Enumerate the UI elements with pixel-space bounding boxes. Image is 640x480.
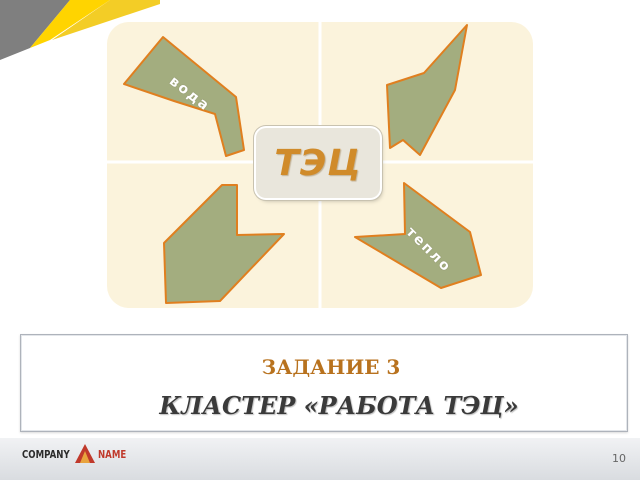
task-subtitle: КЛАСТЕР «РАБОТА ТЭЦ»: [159, 391, 519, 420]
footer-bar: [0, 438, 640, 480]
cluster-arrows: [123, 24, 482, 304]
logo-name-text: NAME: [98, 447, 127, 461]
corner-decoration: [0, 0, 160, 60]
logo-company-text: COMPANY: [22, 447, 70, 461]
arrow-top-right: [386, 24, 468, 156]
logo-mark-icon: [75, 444, 95, 463]
task-panel: ЗАДАНИЕ 3 КЛАСТЕР «РАБОТА ТЭЦ»: [20, 334, 628, 432]
center-node-label: ТЭЦ: [274, 142, 362, 184]
center-node[interactable]: ТЭЦ: [256, 128, 380, 198]
arrow-top-left: [123, 36, 245, 157]
task-title: ЗАДАНИЕ 3: [261, 355, 401, 379]
arrow-bottom-right: [354, 182, 482, 289]
page-number: 10: [612, 452, 626, 465]
arrow-bottom-left: [163, 184, 285, 304]
company-logo: COMPANY NAME: [22, 442, 134, 466]
